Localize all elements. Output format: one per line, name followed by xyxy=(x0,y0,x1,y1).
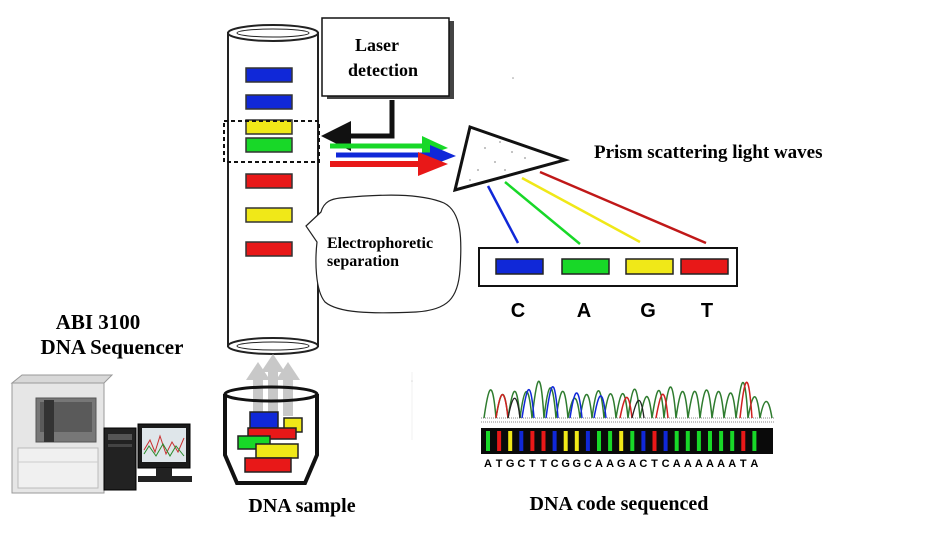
base-letter: A xyxy=(577,300,591,322)
sequence-letter: A xyxy=(717,458,725,470)
barcode-bars xyxy=(486,431,757,451)
barcode-bar xyxy=(752,431,757,451)
sequence-letter: G xyxy=(573,458,582,470)
barcode-bar xyxy=(541,431,546,451)
barcode-bar xyxy=(741,431,746,451)
sample-label: DNA sample xyxy=(248,495,355,517)
sequence-letter: G xyxy=(617,458,626,470)
capillary-band xyxy=(245,137,293,153)
sequence-letter: T xyxy=(540,458,547,470)
barcode-bar xyxy=(519,431,524,451)
base-letter: C xyxy=(511,300,525,322)
barcode-bar xyxy=(685,431,690,451)
laser-label-line2: detection xyxy=(348,60,418,80)
base-swatch xyxy=(625,258,674,275)
laser-label-line1: Laser xyxy=(355,35,399,55)
barcode-bar xyxy=(574,431,579,451)
barcode-bar xyxy=(552,431,557,451)
sample-upload-arrows xyxy=(246,354,300,416)
base-swatch xyxy=(561,258,610,275)
detection-window xyxy=(223,120,320,163)
electrophoretic-label-line2: separation xyxy=(327,253,399,270)
barcode-bar xyxy=(597,431,601,451)
prism xyxy=(452,125,571,193)
sequence-letter: A xyxy=(484,458,492,470)
capillary-band xyxy=(245,207,293,223)
sequence-letter: A xyxy=(673,458,681,470)
barcode-bar xyxy=(486,431,490,451)
capillary-bands xyxy=(245,67,293,257)
barcode-bar xyxy=(730,431,735,451)
capillary-band xyxy=(245,119,293,135)
sequenced-label: DNA code sequenced xyxy=(530,493,709,515)
capillary-band xyxy=(245,94,293,110)
base-swatch xyxy=(680,258,729,275)
sequence-letter: C xyxy=(639,458,647,470)
device-label-line2: DNA Sequencer xyxy=(41,335,184,359)
sequence-letter: T xyxy=(740,458,747,470)
base-letter: T xyxy=(701,300,713,322)
light-beams xyxy=(330,136,456,176)
laser-detection-box: Laser detection xyxy=(321,17,454,99)
barcode-bar xyxy=(585,431,590,451)
sequence-letter: A xyxy=(728,458,736,470)
sequence-letter: C xyxy=(584,458,592,470)
sequence-letter: T xyxy=(529,458,536,470)
capillary-band xyxy=(245,241,293,257)
sequence-letter: C xyxy=(517,458,525,470)
sequence-letter: A xyxy=(595,458,603,470)
laser-arrow xyxy=(321,100,395,151)
barcode-bar xyxy=(674,431,679,451)
barcode-bar xyxy=(508,431,513,451)
base-letter: G xyxy=(640,300,656,322)
sequence-letter: T xyxy=(651,458,658,470)
barcode-bar xyxy=(497,431,502,451)
electrophoretic-label-line1: Electrophoretic xyxy=(327,235,433,252)
barcode-bar xyxy=(708,431,712,451)
capillary-band xyxy=(245,173,293,189)
sequence-letter: A xyxy=(695,458,703,470)
base-swatches xyxy=(495,258,729,275)
barcode-bar xyxy=(630,431,635,451)
device-label-line1: ABI 3100 xyxy=(56,310,141,334)
capillary-tube xyxy=(227,24,319,355)
scattered-rays xyxy=(486,170,707,245)
sequence-barcode xyxy=(481,428,773,454)
sequence-letter: A xyxy=(606,458,614,470)
barcode-bar xyxy=(641,431,646,451)
dna-sample-beaker xyxy=(223,385,319,485)
sequence-letter: A xyxy=(750,458,758,470)
sequence-letter: G xyxy=(506,458,515,470)
capillary-band xyxy=(245,67,293,83)
barcode-bar xyxy=(719,431,724,451)
electrophoretic-callout: Electrophoretic separation xyxy=(305,194,462,314)
prism-label: Prism scattering light waves xyxy=(594,142,822,163)
sequence-letter: A xyxy=(684,458,692,470)
sequence-letter: T xyxy=(496,458,503,470)
barcode-bar xyxy=(619,431,624,451)
barcode-bar xyxy=(652,431,657,451)
sequence-letter: C xyxy=(551,458,559,470)
barcode-bar xyxy=(696,431,701,451)
barcode-bar xyxy=(563,431,568,451)
sequence-letter: A xyxy=(706,458,714,470)
barcode-bar xyxy=(663,431,668,451)
sequence-letter: C xyxy=(662,458,670,470)
barcode-bar xyxy=(608,431,613,451)
base-swatch xyxy=(495,258,544,275)
chromatogram xyxy=(481,380,775,423)
barcode-bar xyxy=(530,431,535,451)
sequence-letter: G xyxy=(561,458,570,470)
sequencer-machine-image xyxy=(10,374,192,494)
sequence-letter: A xyxy=(628,458,636,470)
